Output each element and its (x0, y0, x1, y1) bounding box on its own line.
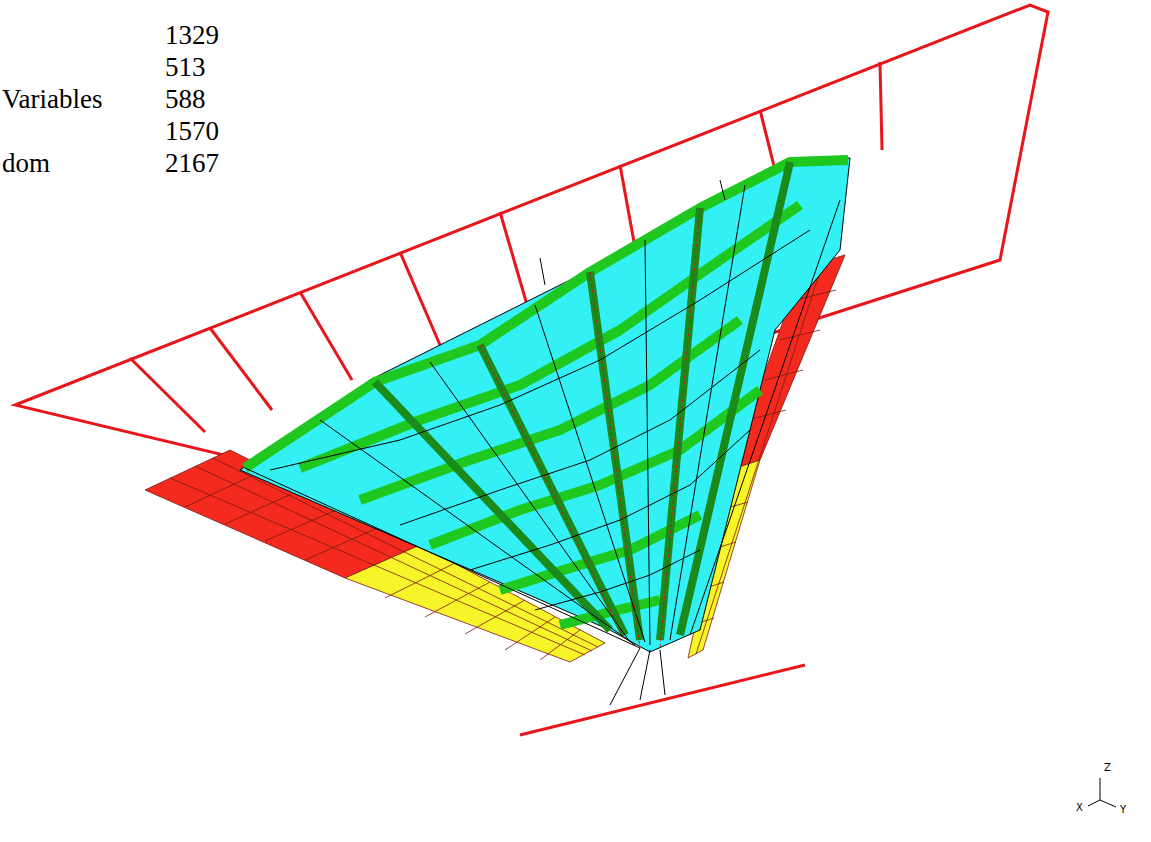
figure-number: 513 (165, 52, 206, 82)
figure-number: 588 (165, 84, 206, 114)
axis-triad (1088, 778, 1116, 807)
figure-number: 1329 (165, 20, 219, 50)
table-label: dom (2, 148, 50, 178)
axis-label: Y (1120, 804, 1126, 816)
wing-outline (15, 5, 1048, 735)
axis-label: Z (1104, 762, 1111, 774)
table-label: Variables (2, 84, 102, 114)
figure-number: 1570 (165, 116, 219, 146)
figure-number: 2167 (165, 148, 219, 178)
axis-label: X (1076, 802, 1083, 814)
wing-box-structure (240, 158, 850, 705)
